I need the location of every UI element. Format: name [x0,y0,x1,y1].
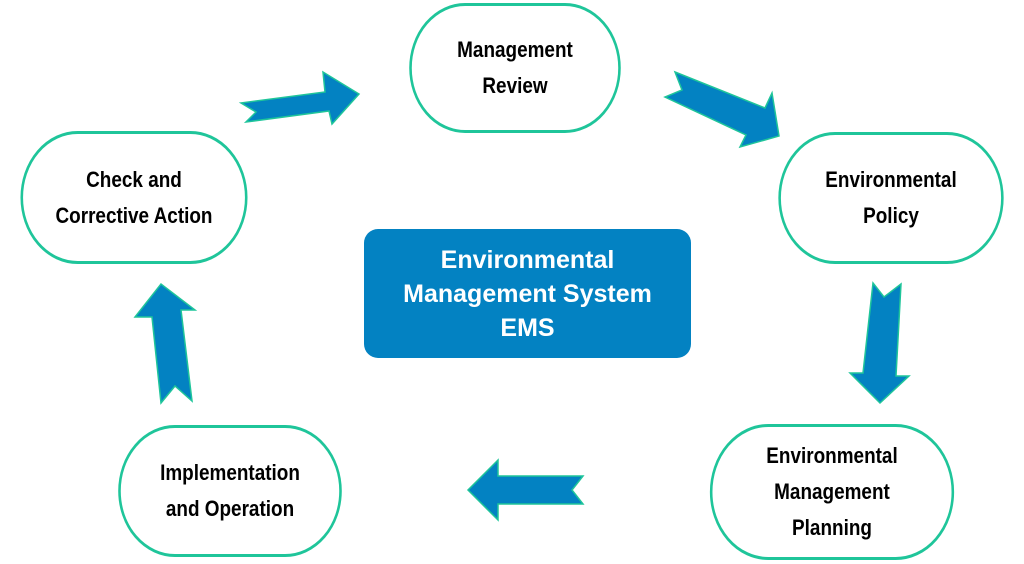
node-check-and-corrective-action: Check and Corrective Action [20,131,248,264]
center-title-line: Management System [403,279,652,308]
node-environmental-policy: Environmental Policy [778,132,1004,264]
node-label-line: Management [774,479,890,504]
node-label-line: Implementation [160,460,300,485]
node-label-line: and Operation [165,496,295,521]
node-label-line: Corrective Action [55,202,213,228]
center-acronym: EMS [500,313,555,342]
node-label-line: Planning [792,515,872,540]
center-ems-box: Environmental Management System EMS [364,229,691,358]
center-title-line: Environmental [440,245,615,274]
node-label-line: Review [482,73,548,98]
node-implementation-and-operation: Implementation and Operation [118,425,342,557]
arrow-implementation-to-check [133,282,198,405]
node-label-line: Policy [863,203,919,228]
node-label-line: Environmental [825,167,957,192]
arrow-planning-to-implementation [466,458,585,522]
node-management-review: Management Review [409,3,621,133]
node-label-line: Management [457,37,573,62]
node-environmental-management-planning: Environmental Management Planning [709,424,955,560]
node-label-line: Environmental [766,443,898,468]
arrow-policy-to-planning [848,281,911,405]
arrow-review-to-policy [663,70,780,149]
node-label-line: Check and [86,166,182,192]
arrow-check-to-review [238,70,361,126]
